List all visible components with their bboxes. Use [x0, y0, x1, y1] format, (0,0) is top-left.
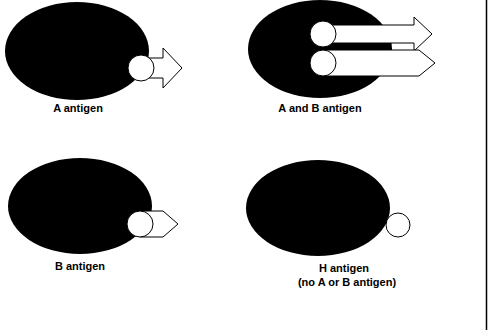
b-antigen-pentagon — [323, 50, 435, 76]
h-antigen-circle — [310, 50, 336, 76]
red-cell — [246, 160, 390, 256]
red-cell — [5, 2, 149, 100]
cell-label: (no A or B antigen) — [298, 276, 396, 289]
red-cell — [248, 0, 392, 98]
h-antigen-circle — [310, 21, 336, 47]
a-antigen-arrow — [323, 17, 432, 51]
h-antigen-circle — [127, 211, 153, 237]
h-antigen-circle — [386, 213, 410, 237]
frame-line — [486, 0, 488, 330]
h-antigen-circle — [128, 55, 154, 81]
cell-label: A antigen — [53, 102, 103, 115]
red-cell — [8, 158, 152, 254]
cell-label: A and B antigen — [278, 102, 361, 115]
cell-label: B antigen — [55, 260, 105, 273]
cell-label: H antigen — [319, 262, 369, 275]
